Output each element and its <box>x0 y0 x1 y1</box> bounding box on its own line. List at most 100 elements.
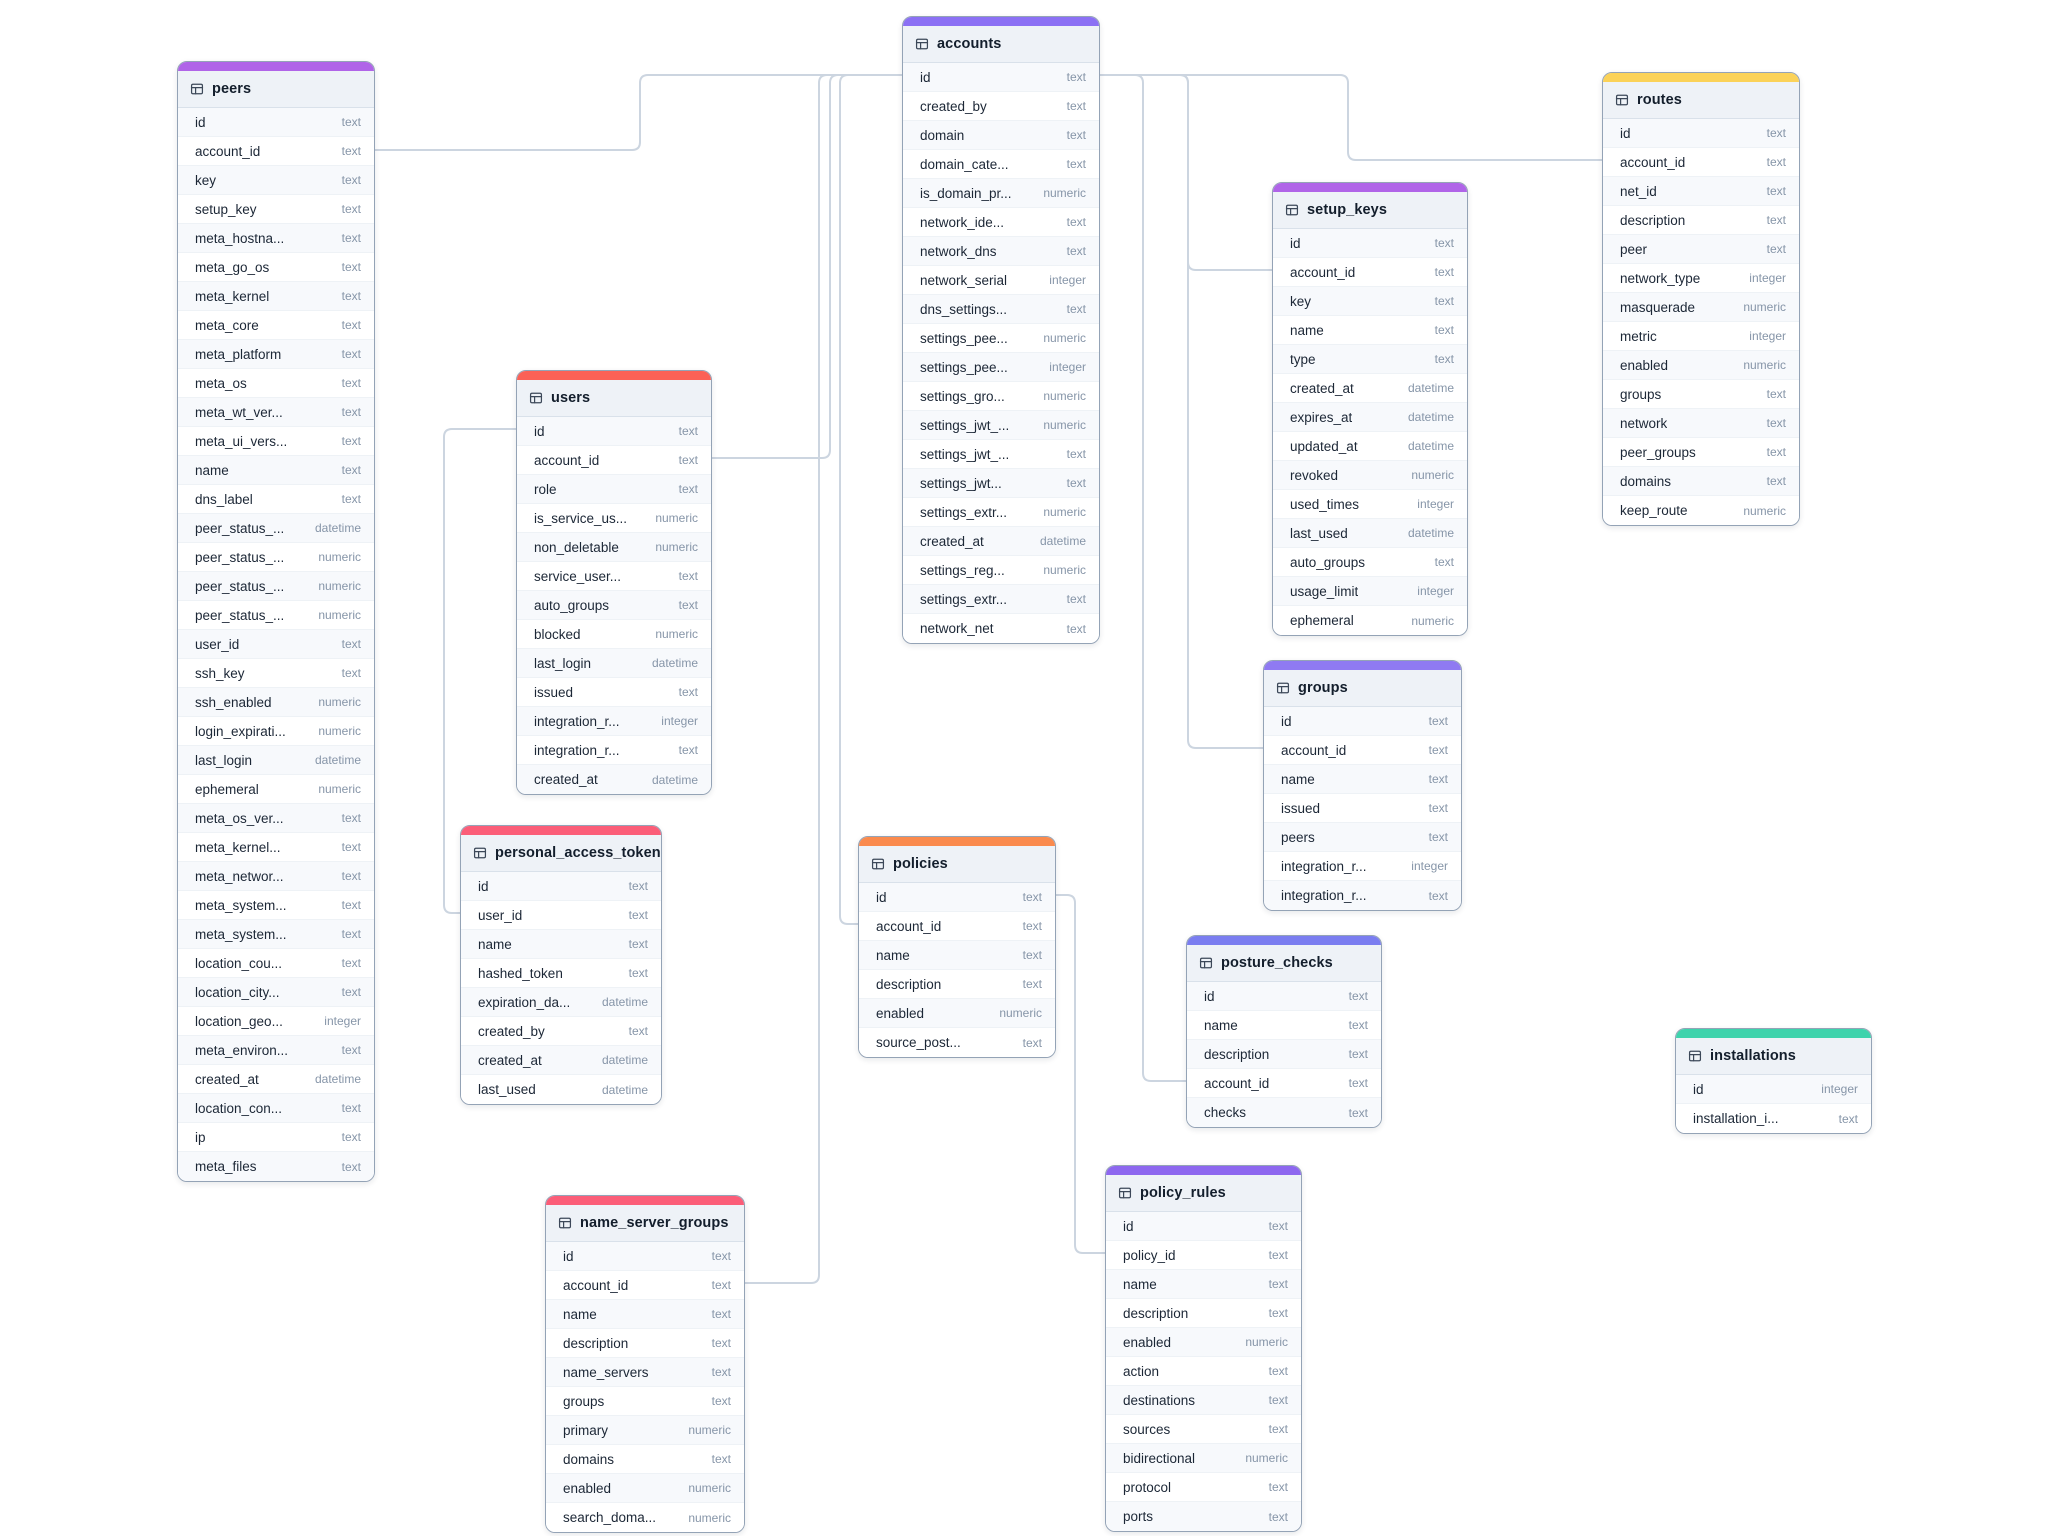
relationship-accounts.id->posture_checks.account_id[interactable] <box>1099 74 1187 1082</box>
field-row[interactable]: service_user...text <box>517 562 711 591</box>
field-row[interactable]: meta_environ...text <box>178 1036 374 1065</box>
field-row[interactable]: integration_r...integer <box>1264 852 1461 881</box>
field-row[interactable]: integration_r...text <box>517 736 711 765</box>
table-header-policies[interactable]: policies <box>859 846 1055 883</box>
table-header-users[interactable]: users <box>517 380 711 417</box>
table-header-accounts[interactable]: accounts <box>903 26 1099 63</box>
field-row[interactable]: location_geo...integer <box>178 1007 374 1036</box>
table-header-installations[interactable]: installations <box>1676 1038 1871 1075</box>
table-header-groups[interactable]: groups <box>1264 670 1461 707</box>
relationship-accounts.id->setup_keys.account_id[interactable] <box>1099 74 1273 271</box>
field-row[interactable]: settings_extr...numeric <box>903 498 1099 527</box>
field-row[interactable]: installation_i...text <box>1676 1104 1871 1133</box>
relationship-users.account_id->accounts.id[interactable] <box>711 74 903 459</box>
field-row[interactable]: expiration_da...datetime <box>461 988 661 1017</box>
field-row[interactable]: location_city...text <box>178 978 374 1007</box>
field-row[interactable]: meta_kernel...text <box>178 833 374 862</box>
table-header-personal_access_tokens[interactable]: personal_access_tokens <box>461 835 661 872</box>
field-row[interactable]: settings_reg...numeric <box>903 556 1099 585</box>
field-row[interactable]: settings_pee...integer <box>903 353 1099 382</box>
field-row[interactable]: settings_jwt...text <box>903 469 1099 498</box>
relationship-name_server_groups.account_id->accounts.id[interactable] <box>744 74 903 1284</box>
field-row[interactable]: is_domain_pr...numeric <box>903 179 1099 208</box>
field-row[interactable]: meta_system...text <box>178 920 374 949</box>
field-row[interactable]: search_doma...numeric <box>546 1503 744 1532</box>
field-row[interactable]: integration_r...integer <box>517 707 711 736</box>
table-header-posture_checks[interactable]: posture_checks <box>1187 945 1381 982</box>
